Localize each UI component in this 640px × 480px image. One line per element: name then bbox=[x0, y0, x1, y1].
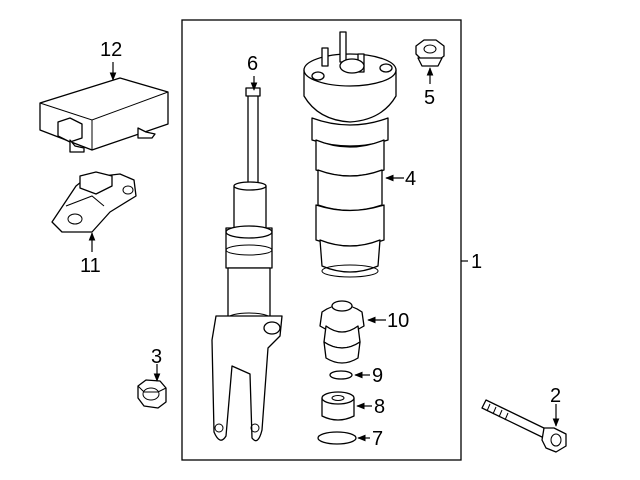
bushing-part[interactable] bbox=[321, 391, 355, 421]
bolt-part[interactable] bbox=[481, 399, 567, 453]
callout-1[interactable]: 1 bbox=[471, 251, 482, 273]
callout-5[interactable]: 5 bbox=[424, 87, 435, 109]
callout-11[interactable]: 11 bbox=[80, 255, 101, 277]
callout-12[interactable]: 12 bbox=[100, 39, 122, 61]
callout-8[interactable]: 8 bbox=[374, 396, 385, 418]
o-ring-part[interactable] bbox=[329, 370, 353, 380]
callout-3[interactable]: 3 bbox=[151, 346, 162, 368]
callout-7[interactable]: 7 bbox=[372, 428, 383, 450]
nut-part[interactable] bbox=[137, 379, 167, 409]
shock-absorber-part[interactable] bbox=[211, 87, 283, 442]
callout-6[interactable]: 6 bbox=[247, 53, 258, 75]
sensor-bracket-part[interactable] bbox=[51, 171, 137, 233]
control-module-part[interactable] bbox=[39, 77, 169, 153]
callout-2[interactable]: 2 bbox=[550, 385, 561, 407]
seal-ring-part[interactable] bbox=[317, 431, 357, 445]
assembly-frame bbox=[181, 19, 462, 461]
air-spring-part[interactable] bbox=[303, 31, 397, 278]
bump-stop-part[interactable] bbox=[319, 300, 365, 364]
callout-9[interactable]: 9 bbox=[372, 365, 383, 387]
callout-10[interactable]: 10 bbox=[387, 310, 409, 332]
callout-4[interactable]: 4 bbox=[405, 168, 416, 190]
upper-nut-part[interactable] bbox=[415, 39, 445, 67]
